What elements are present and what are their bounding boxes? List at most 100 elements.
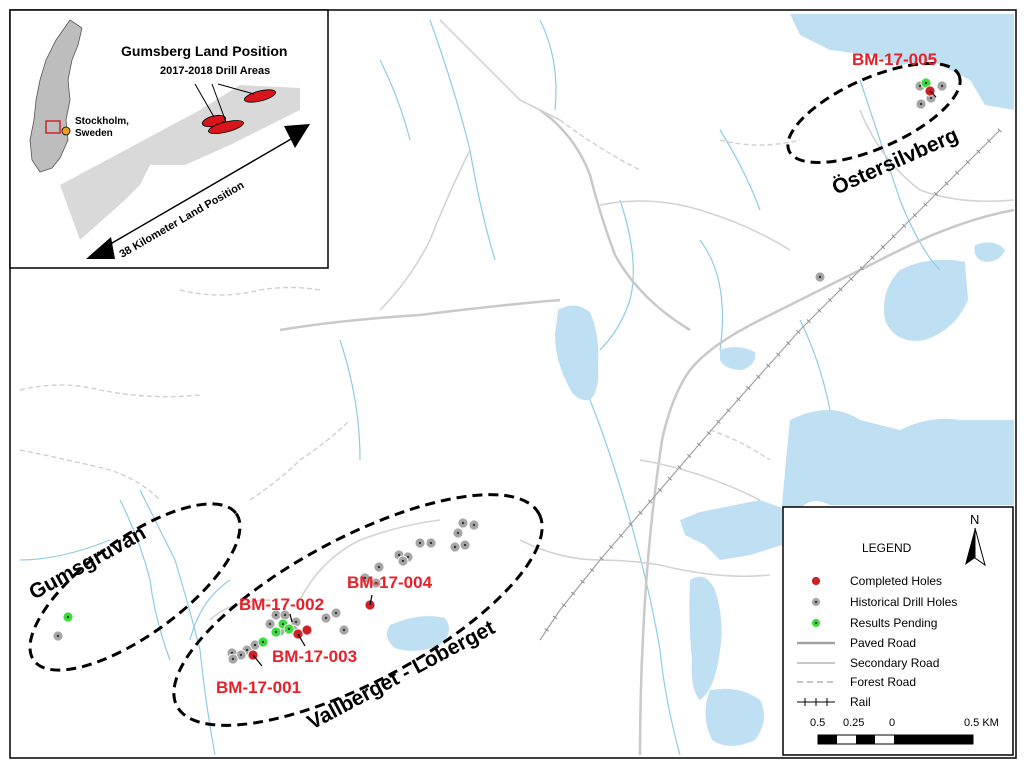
secondary-road [599, 200, 791, 251]
lake-southeast [680, 410, 1014, 560]
paved-road [638, 208, 1015, 756]
historical-hole [814, 271, 826, 283]
hole-label-bm-17-001: BM-17-001 [216, 678, 301, 697]
secondary-road [439, 19, 561, 121]
stream [799, 319, 831, 411]
secondary-road [859, 109, 1015, 202]
area-outline-gumsgruvan [28, 502, 242, 672]
pending-hole [62, 611, 74, 623]
stream [429, 19, 496, 261]
inset-city-label: Stockholm, [75, 116, 129, 127]
forest-road [19, 384, 201, 398]
historical-hole [414, 537, 426, 549]
inset-map: Stockholm, Sweden Gumsberg Land Position… [9, 9, 329, 269]
forest-road [249, 419, 351, 501]
legend: LEGEND N Completed Holes Historical Dril… [782, 506, 1014, 756]
stream [339, 339, 361, 461]
rail-line [537, 128, 1002, 642]
forest-road [19, 449, 161, 501]
secondary-roads [209, 19, 1015, 621]
historical-hole [270, 609, 282, 621]
paved-roads [279, 108, 1015, 756]
historical-hole [468, 519, 480, 531]
area-outline-vallberget [172, 493, 544, 727]
scale-bar [817, 734, 974, 745]
leader-bm-17-001 [252, 654, 263, 667]
leader-bm-17-002 [289, 613, 293, 623]
scale-tick-label: 0 [889, 717, 895, 729]
historical-hole [227, 653, 239, 665]
extent-arrow-right [284, 124, 310, 148]
scale-tick-label: 0.25 [843, 717, 864, 729]
historical-hole [52, 630, 64, 642]
inset-location-box [45, 120, 61, 134]
historical-hole [279, 609, 291, 621]
legend-completed-label: Completed Holes [850, 574, 942, 588]
stream [189, 579, 231, 641]
historical-hole [936, 80, 948, 92]
pending-hole [283, 623, 295, 635]
inset-drill-area [244, 89, 276, 103]
legend-secondary-label: Secondary Road [850, 656, 939, 670]
hole-label-bm-17-003: BM-17-003 [272, 647, 357, 666]
historical-hole [452, 527, 464, 539]
scale-tick-label: 0.5 [810, 717, 825, 729]
extent-arrow-left [86, 237, 115, 259]
legend-forest-label: Forest Road [850, 675, 916, 689]
historical-hole [320, 612, 332, 624]
stream [539, 19, 557, 111]
water-bodies [386, 14, 1014, 746]
pending-hole [270, 626, 282, 638]
stream [139, 489, 216, 756]
lake-southwest [705, 688, 764, 746]
inset-subtitle: 2017-2018 Drill Areas [160, 65, 270, 77]
north-arrow-icon [965, 527, 986, 567]
inset-callout-line [211, 83, 227, 123]
historical-hole [425, 537, 437, 549]
inset-title: Gumsberg Land Position [121, 43, 287, 59]
lake-northeast [790, 14, 1014, 110]
historical-hole [373, 561, 385, 573]
stream [699, 239, 724, 351]
secondary-road [299, 519, 441, 601]
inset-drill-area [208, 120, 244, 134]
legend-rail-icon [797, 698, 835, 706]
lake-east [884, 259, 968, 341]
historical-hole [264, 618, 276, 630]
leader-bm-17-004 [369, 594, 373, 606]
historical-hole [459, 539, 471, 551]
legend-historical-label: Historical Drill Holes [850, 595, 957, 609]
forest-road [709, 429, 771, 461]
lake-center [555, 305, 599, 401]
historical-hole [359, 572, 371, 584]
secondary-road [659, 564, 771, 578]
sweden-outline [29, 19, 83, 173]
inset-callout-line [217, 83, 255, 95]
hole-labels: BM-17-005 BM-17-004 BM-17-002 BM-17-003 … [216, 50, 937, 697]
stream [379, 59, 411, 141]
hole-label-bm-17-005: BM-17-005 [852, 50, 937, 69]
paved-road [539, 108, 691, 332]
forest-road [179, 286, 321, 296]
paved-road [279, 298, 561, 332]
extent-line [99, 134, 299, 251]
label-leaders [252, 90, 937, 667]
historical-hole [397, 555, 409, 567]
rail [539, 129, 1001, 641]
inset-country-label: Sweden [75, 128, 113, 139]
completed-hole [301, 624, 313, 636]
historical-hole [370, 577, 382, 589]
leader-bm-17-003 [297, 633, 306, 647]
secondary-road [639, 459, 761, 501]
scale-tick-label: 0.5 KM [964, 717, 999, 729]
historical-hole [330, 607, 342, 619]
stream [719, 129, 761, 211]
stream [599, 199, 634, 351]
legend-title: LEGEND [862, 541, 912, 555]
forest-road [719, 139, 801, 146]
hole-label-bm-17-002: BM-17-002 [239, 595, 324, 614]
legend-completed-icon [811, 576, 821, 586]
lake-mid [720, 346, 756, 370]
stream [19, 539, 111, 561]
